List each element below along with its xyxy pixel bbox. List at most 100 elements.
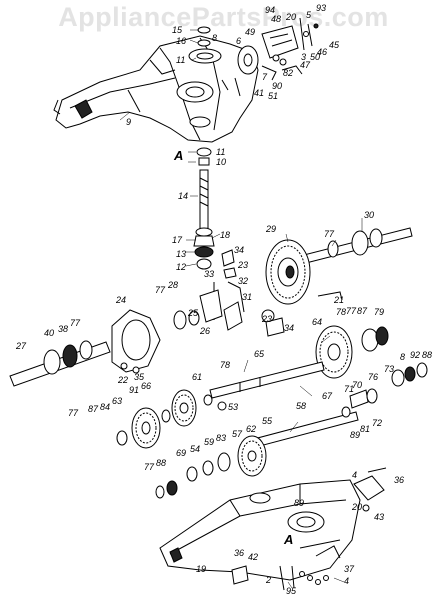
label-25: 25 <box>187 308 199 318</box>
label-77-left: 77 <box>155 285 166 295</box>
label-19: 19 <box>196 564 206 574</box>
label-84: 84 <box>100 402 110 412</box>
label-57: 57 <box>232 429 243 439</box>
label-49: 49 <box>245 27 255 37</box>
label-4-lower: 4 <box>344 576 349 586</box>
label-89: 89 <box>350 430 360 440</box>
lower-housing <box>159 479 361 581</box>
label-87-left: 87 <box>88 404 99 414</box>
label-4: 4 <box>352 470 357 480</box>
label-81: 81 <box>360 424 370 434</box>
watermark: AppliancePartsPros.com <box>58 2 389 32</box>
large-bull-gear <box>265 239 311 305</box>
label-77: 77 <box>324 229 335 239</box>
label-87: 87 <box>357 306 368 316</box>
label-12: 12 <box>176 262 186 272</box>
label-64: 64 <box>312 317 322 327</box>
label-14: 14 <box>178 191 188 201</box>
label-2: 2 <box>265 575 271 585</box>
vertical-shaft <box>193 169 215 270</box>
label-63: 63 <box>112 396 122 406</box>
label-18: 18 <box>220 230 230 240</box>
label-89-lower: 89 <box>294 498 304 508</box>
label-22: 22 <box>117 375 128 385</box>
label-77-bottom: 77 <box>144 462 155 472</box>
label-11: 11 <box>176 55 185 65</box>
label-24: 24 <box>115 295 126 305</box>
label-69: 69 <box>176 448 186 458</box>
label-67: 67 <box>322 391 333 401</box>
label-78: 78 <box>336 307 346 317</box>
label-88-left: 88 <box>156 458 166 468</box>
label-73: 73 <box>384 364 394 374</box>
label-31: 31 <box>242 292 252 302</box>
label-65: 65 <box>254 349 265 359</box>
label-66: 66 <box>141 381 151 391</box>
label-82: 82 <box>283 68 293 78</box>
label-95: 95 <box>286 586 297 596</box>
label-36-lower: 36 <box>234 548 244 558</box>
label-72: 72 <box>372 418 382 428</box>
label-8: 8 <box>212 33 217 43</box>
label-77-right: 77 <box>346 306 357 316</box>
label-42: 42 <box>248 552 258 562</box>
label-78-mid: 78 <box>220 360 230 370</box>
label-13: 13 <box>176 249 186 259</box>
part-labels: 15 16 8 11 9 6 94 48 93 49 3 45 46 50 47… <box>15 3 432 596</box>
label-23-lower: 23 <box>261 314 272 324</box>
label-11-lower: 11 <box>216 147 225 157</box>
label-77-lower: 77 <box>68 408 79 418</box>
label-21: 21 <box>333 295 344 305</box>
label-32: 32 <box>238 276 248 286</box>
right-cluster-gear <box>315 325 389 379</box>
lower-shaft-gears <box>155 411 359 499</box>
label-34: 34 <box>234 245 244 255</box>
label-37: 37 <box>344 564 355 574</box>
label-55: 55 <box>262 416 273 426</box>
upper-housing <box>53 35 259 143</box>
label-A-upper: A <box>173 148 183 163</box>
label-92: 92 <box>410 350 420 360</box>
label-3: 3 <box>301 52 306 62</box>
label-59: 59 <box>204 437 214 447</box>
label-40: 40 <box>44 328 54 338</box>
label-23: 23 <box>237 260 248 270</box>
label-45: 45 <box>329 40 340 50</box>
label-38: 38 <box>58 324 68 334</box>
label-16: 16 <box>176 36 186 46</box>
lower-right-bracket <box>353 467 387 512</box>
label-71: 71 <box>344 384 354 394</box>
label-A-lower: A <box>283 532 293 547</box>
label-91: 91 <box>129 385 139 395</box>
label-9: 9 <box>126 117 131 127</box>
leader-lines <box>119 29 363 589</box>
label-30: 30 <box>364 210 374 220</box>
label-51: 51 <box>268 91 278 101</box>
label-46: 46 <box>317 47 327 57</box>
label-33: 33 <box>204 269 214 279</box>
bottom-hardware <box>231 565 329 591</box>
label-26: 26 <box>199 326 210 336</box>
label-70: 70 <box>352 380 362 390</box>
label-34-lower: 34 <box>284 323 294 333</box>
label-6: 6 <box>236 36 241 46</box>
label-20: 20 <box>285 12 296 22</box>
main-axle-shaft <box>299 227 413 265</box>
label-36: 36 <box>394 475 404 485</box>
label-8-lower: 8 <box>400 352 405 362</box>
label-90: 90 <box>272 81 282 91</box>
label-35: 35 <box>134 372 145 382</box>
label-61: 61 <box>192 372 202 382</box>
shift-fork-parts <box>199 249 343 337</box>
label-54: 54 <box>190 444 200 454</box>
middle-gears <box>116 389 227 449</box>
label-77-axle: 77 <box>70 318 81 328</box>
label-20-lower: 20 <box>351 502 362 512</box>
label-10: 10 <box>216 157 226 167</box>
label-28: 28 <box>167 280 178 290</box>
label-7: 7 <box>262 72 268 82</box>
label-15: 15 <box>172 25 183 35</box>
label-29: 29 <box>265 224 276 234</box>
